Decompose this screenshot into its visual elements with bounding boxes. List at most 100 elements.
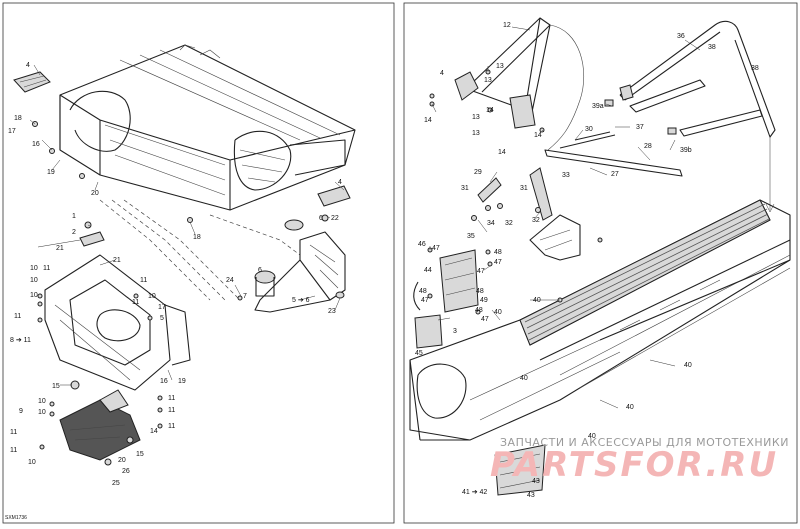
callout-13-b: 13 bbox=[484, 77, 492, 84]
callout-11-h: 11 bbox=[168, 407, 175, 414]
callout-30: 30 bbox=[585, 126, 593, 133]
callout-22: 22 bbox=[331, 215, 339, 222]
left-panel-border bbox=[2, 2, 395, 524]
callout-14-a: 14 bbox=[424, 117, 432, 124]
guide-lines-a bbox=[99, 199, 241, 301]
side-panel-44 bbox=[439, 249, 479, 313]
callout-5: 5 bbox=[160, 315, 164, 322]
callout-4: 4 bbox=[440, 70, 444, 77]
callout-24: 24 bbox=[226, 277, 234, 284]
callout-3: 3 bbox=[453, 328, 457, 335]
callout-17-b: 17 bbox=[158, 304, 166, 311]
callout-11-i: 11 bbox=[168, 423, 175, 430]
callout-21-b: 21 bbox=[113, 257, 121, 264]
left-panel: 4 18 17 16 19 20 4 22 6 18 1 2 21 21 10 … bbox=[5, 44, 356, 521]
callout-23: 23 bbox=[328, 308, 336, 315]
watermark-brand: PARTSFOR.RU bbox=[490, 445, 778, 485]
callout-26: 26 bbox=[122, 468, 130, 475]
support-bar-27 bbox=[544, 149, 683, 177]
rear-bumper bbox=[604, 20, 776, 138]
callout-4-right: 4 bbox=[338, 179, 342, 186]
callout-11-e: 11 bbox=[10, 429, 17, 436]
right-panel: 12 36 4 13 38 38 13 14 39a 13 37 14 13 1… bbox=[409, 17, 791, 499]
heat-exchanger-fins bbox=[524, 203, 770, 341]
callout-39a: 39a bbox=[592, 103, 604, 110]
callout-2: 2 bbox=[72, 229, 76, 236]
lower-bracket-assembly bbox=[59, 380, 141, 466]
callout-12: 12 bbox=[503, 22, 511, 29]
callout-18: 18 bbox=[14, 115, 22, 122]
callout-20: 20 bbox=[91, 190, 99, 197]
callout-11-c: 11 bbox=[14, 313, 21, 320]
callout-38-a: 38 bbox=[708, 44, 716, 51]
right-panel-border bbox=[403, 2, 798, 524]
support-bar-30 bbox=[559, 131, 616, 149]
callout-47-a: 47 bbox=[432, 245, 440, 252]
callout-29: 29 bbox=[474, 169, 482, 176]
callout-13-a: 13 bbox=[496, 63, 504, 70]
callout-38-b: 38 bbox=[751, 65, 759, 72]
callout-15-b: 15 bbox=[136, 451, 144, 458]
callout-44: 44 bbox=[424, 267, 432, 274]
callout-17: 17 bbox=[8, 128, 16, 135]
callout-47-d: 47 bbox=[421, 297, 429, 304]
guide-lines-b bbox=[209, 214, 301, 256]
callout-40-b: 40 bbox=[494, 309, 502, 316]
callout-18-b: 18 bbox=[193, 234, 201, 241]
callout-9: 9 bbox=[19, 408, 23, 415]
callout-10-g: 10 bbox=[28, 459, 36, 466]
callout-10-c: 10 bbox=[30, 292, 38, 299]
callout-14-c: 14 bbox=[534, 132, 542, 139]
callout-40-c: 40 bbox=[684, 362, 692, 369]
callout-14-d: 14 bbox=[498, 149, 506, 156]
cable-3 bbox=[413, 281, 421, 311]
callout-48-a: 48 bbox=[494, 249, 502, 256]
callout-47-b: 47 bbox=[494, 259, 502, 266]
callout-11-g: 11 bbox=[168, 395, 175, 402]
callout-7: 7 bbox=[243, 293, 247, 300]
callout-10-d: 10 bbox=[148, 293, 156, 300]
snowflap-43 bbox=[494, 444, 546, 496]
callout-48-d: 48 bbox=[475, 307, 483, 314]
callout-31-b: 31 bbox=[520, 185, 528, 192]
side-brackets bbox=[471, 167, 581, 261]
callout-40-a: 40 bbox=[533, 297, 541, 304]
rear-a-frame bbox=[454, 17, 585, 151]
bracket-part-4-right bbox=[317, 185, 351, 207]
callout-14: 14 bbox=[150, 428, 158, 435]
callout-45: 45 bbox=[415, 350, 423, 357]
callout-41-to-42: 41 ➔ 42 bbox=[462, 489, 487, 496]
callout-39b: 39b bbox=[680, 147, 692, 154]
callout-35: 35 bbox=[467, 233, 475, 240]
callout-48-b: 48 bbox=[419, 288, 427, 295]
part-2-bar bbox=[79, 231, 105, 247]
callout-6: 6 bbox=[319, 215, 323, 222]
callout-32-a: 32 bbox=[505, 220, 513, 227]
callout-14-b: 14 bbox=[486, 107, 494, 114]
callout-11-a: 11 bbox=[43, 265, 50, 272]
callout-40-d: 40 bbox=[520, 375, 528, 382]
callout-4-top: 4 bbox=[26, 62, 30, 69]
callout-47-e: 47 bbox=[481, 316, 489, 323]
callout-48-c: 48 bbox=[476, 288, 484, 295]
callout-6-b: 6 bbox=[258, 267, 262, 274]
callout-8-to-11: 8 ➔ 11 bbox=[10, 337, 31, 344]
callout-11-b: 11 bbox=[140, 277, 147, 284]
callout-33: 33 bbox=[562, 172, 570, 179]
steering-support-assembly bbox=[254, 214, 346, 313]
bracket-part-4-top bbox=[13, 71, 51, 93]
tunnel-assembly bbox=[409, 199, 791, 441]
callout-40-e: 40 bbox=[626, 404, 634, 411]
callout-36: 36 bbox=[677, 33, 685, 40]
callout-19-b: 19 bbox=[178, 378, 186, 385]
decal-45 bbox=[414, 314, 443, 349]
callout-43: 43 bbox=[532, 478, 540, 485]
callout-27: 27 bbox=[611, 171, 619, 178]
callout-37: 37 bbox=[636, 124, 644, 131]
callout-21-a: 21 bbox=[56, 245, 64, 252]
drawing-code: SXM1736 bbox=[5, 515, 27, 521]
callout-11-f: 11 bbox=[10, 447, 17, 454]
callout-10-f: 10 bbox=[38, 409, 46, 416]
callout-43-b: 43 bbox=[527, 492, 535, 499]
